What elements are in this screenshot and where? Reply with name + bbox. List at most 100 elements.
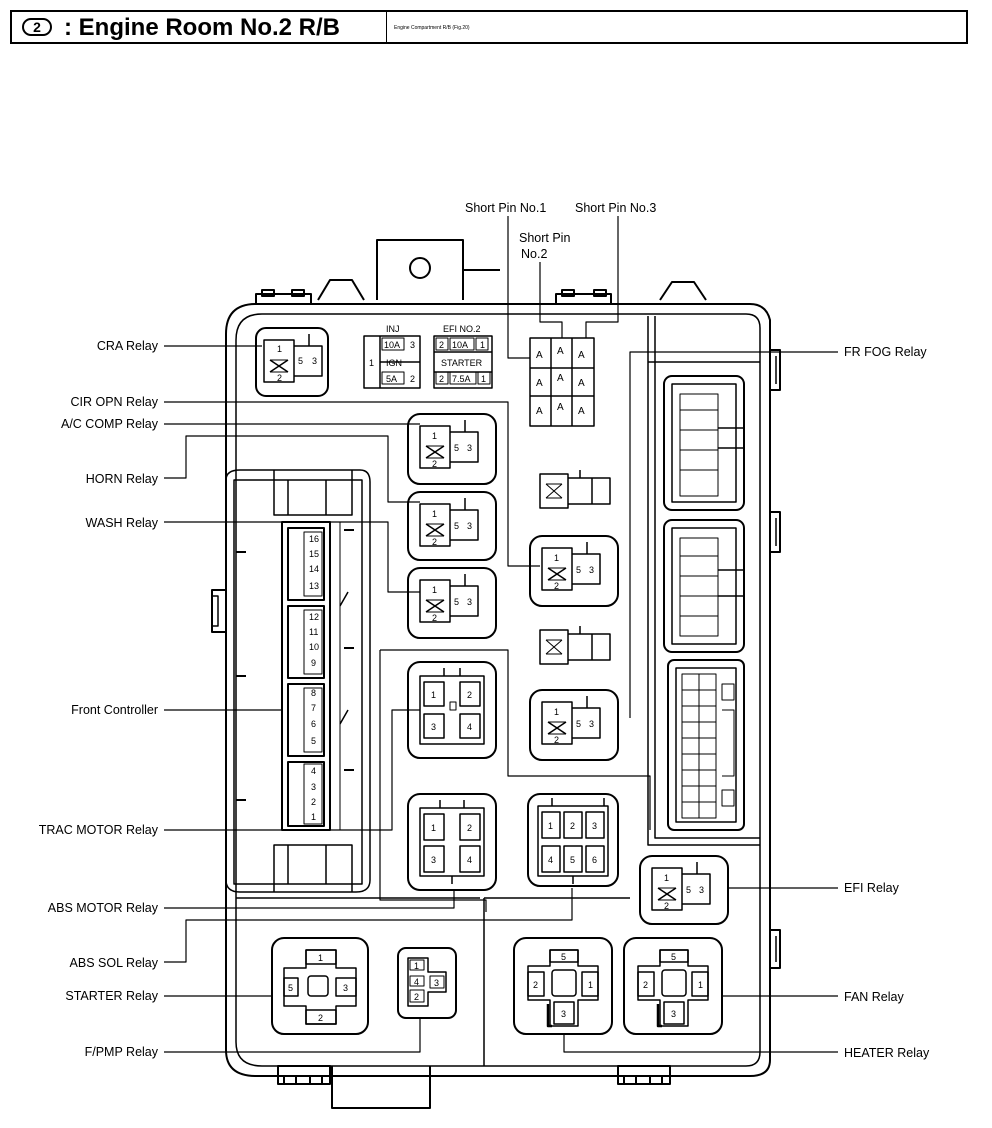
label-short-pin-3: Short Pin No.3 <box>575 201 656 215</box>
front-controller-pins: 16 15 14 13 12 11 10 9 8 7 6 5 4 3 2 1 <box>309 534 319 822</box>
fuse-starter-title: STARTER <box>441 358 483 368</box>
trac-motor-pin-2: 2 <box>467 690 472 700</box>
fan-pin-3: 3 <box>671 1009 676 1019</box>
starter-relay-socket <box>271 937 369 1035</box>
heater-relay-socket <box>513 937 613 1035</box>
cir-opn-pin-3: 3 <box>589 565 594 575</box>
relay-block-housing <box>211 239 781 1109</box>
empty-relay-socket <box>539 626 611 665</box>
label-abs-motor-relay: ABS MOTOR Relay <box>48 901 159 915</box>
fr-fog-pin-3: 3 <box>589 719 594 729</box>
cir-opn-relay-pins: 1 2 5 3 <box>554 553 594 591</box>
label-short-pin-1: Short Pin No.1 <box>465 201 546 215</box>
abs-motor-pin-4: 4 <box>467 855 472 865</box>
trac-motor-pin-1: 1 <box>431 690 436 700</box>
abs-sol-pin-1: 1 <box>548 821 553 831</box>
short-pin-a: A <box>536 406 543 417</box>
horn-pin-3: 3 <box>467 521 472 531</box>
fan-pin-5: 5 <box>671 952 676 962</box>
cra-pin-2: 2 <box>277 373 282 383</box>
trac-motor-pin-3: 3 <box>431 722 436 732</box>
label-efi-relay: EFI Relay <box>844 881 900 895</box>
efi-pin-3: 3 <box>699 885 704 895</box>
cra-relay-pins: 1 2 5 3 <box>277 344 317 383</box>
ac-comp-relay-pins: 1 2 5 3 <box>432 431 472 469</box>
efi-relay-pins: 1 2 5 3 <box>664 873 704 911</box>
heater-pin-1: 1 <box>588 980 593 990</box>
fuse-ign-amp: 5A <box>386 374 397 384</box>
short-pin-a: A <box>536 378 543 389</box>
cir-opn-pin-1: 1 <box>554 553 559 563</box>
fuse-efi2-right: 1 <box>480 340 485 350</box>
short-pin-letters: A A A A A A A A A <box>536 346 585 417</box>
starter-pin-5: 5 <box>288 983 293 993</box>
efi-pin-5: 5 <box>686 885 691 895</box>
short-pin-a: A <box>578 350 585 361</box>
label-front-controller: Front Controller <box>71 703 158 717</box>
controller-pin-10: 10 <box>309 642 319 652</box>
controller-pin-2: 2 <box>311 797 316 807</box>
fuse-inj-right: 3 <box>410 340 415 350</box>
controller-pin-1: 1 <box>311 812 316 822</box>
ac-comp-pin-5: 5 <box>454 443 459 453</box>
efi-pin-1: 1 <box>664 873 669 883</box>
label-short-pin-2-suffix: No.2 <box>521 247 547 261</box>
fuse-starter-right: 1 <box>481 374 486 384</box>
controller-pin-14: 14 <box>309 564 319 574</box>
wash-pin-3: 3 <box>467 597 472 607</box>
controller-pin-9: 9 <box>311 658 316 668</box>
label-horn-relay: HORN Relay <box>86 472 159 486</box>
fuse-area <box>363 335 493 389</box>
label-cir-opn-relay: CIR OPN Relay <box>70 395 158 409</box>
fuse-labels: INJ 10A 3 1 IGN 5A 2 EFI NO.2 2 10A 1 ST… <box>369 324 486 384</box>
label-fan-relay: FAN Relay <box>844 990 904 1004</box>
fan-pin-1: 1 <box>698 980 703 990</box>
fuse-starter-left: 2 <box>439 374 444 384</box>
cra-pin-5: 5 <box>298 356 303 366</box>
short-pin-a: A <box>578 406 585 417</box>
fpmp-relay-socket <box>397 947 457 1019</box>
wash-relay-pins: 1 2 5 3 <box>432 585 472 623</box>
heater-pin-3: 3 <box>561 1009 566 1019</box>
abs-motor-relay-socket <box>407 793 497 891</box>
controller-pin-12: 12 <box>309 612 319 622</box>
trac-motor-pin-4: 4 <box>467 722 472 732</box>
fpmp-pin-4: 4 <box>414 977 419 987</box>
wash-pin-1: 1 <box>432 585 437 595</box>
starter-pin-1: 1 <box>318 953 323 963</box>
cra-relay-socket <box>255 327 329 397</box>
abs-sol-pin-3: 3 <box>592 821 597 831</box>
abs-sol-pin-4: 4 <box>548 855 553 865</box>
page-title: : Engine Room No.2 R/B <box>64 14 340 41</box>
wash-relay-socket <box>407 567 497 639</box>
controller-pin-13: 13 <box>309 581 319 591</box>
abs-sol-pin-6: 6 <box>592 855 597 865</box>
label-cra-relay: CRA Relay <box>97 339 159 353</box>
label-starter-relay: STARTER Relay <box>65 989 158 1003</box>
abs-sol-pin-2: 2 <box>570 821 575 831</box>
efi-pin-2: 2 <box>664 901 669 911</box>
fuse-efi2-amp: 10A <box>452 340 468 350</box>
abs-sol-relay-pins: 1 2 3 4 5 6 <box>548 821 597 865</box>
abs-motor-relay-pins: 1 2 3 4 <box>431 823 472 865</box>
abs-motor-pin-2: 2 <box>467 823 472 833</box>
controller-pin-3: 3 <box>311 782 316 792</box>
short-pin-a: A <box>578 378 585 389</box>
controller-pin-15: 15 <box>309 549 319 559</box>
short-pin-a: A <box>557 373 564 384</box>
ac-comp-pin-2: 2 <box>432 459 437 469</box>
fuse-ign-side: 1 <box>369 358 374 368</box>
label-trac-motor-relay: TRAC MOTOR Relay <box>39 823 159 837</box>
fuse-inj-amp: 10A <box>384 340 400 350</box>
abs-sol-pin-5: 5 <box>570 855 575 865</box>
label-fr-fog-relay: FR FOG Relay <box>844 345 927 359</box>
fuse-starter-amp: 7.5A <box>452 374 471 384</box>
fan-pin-2: 2 <box>643 980 648 990</box>
fr-fog-relay-socket <box>529 689 619 761</box>
short-pin-a: A <box>536 350 543 361</box>
header-divider <box>386 12 387 42</box>
fr-fog-relay-pins: 1 2 5 3 <box>554 707 594 745</box>
horn-pin-5: 5 <box>454 521 459 531</box>
heater-pin-2: 2 <box>533 980 538 990</box>
